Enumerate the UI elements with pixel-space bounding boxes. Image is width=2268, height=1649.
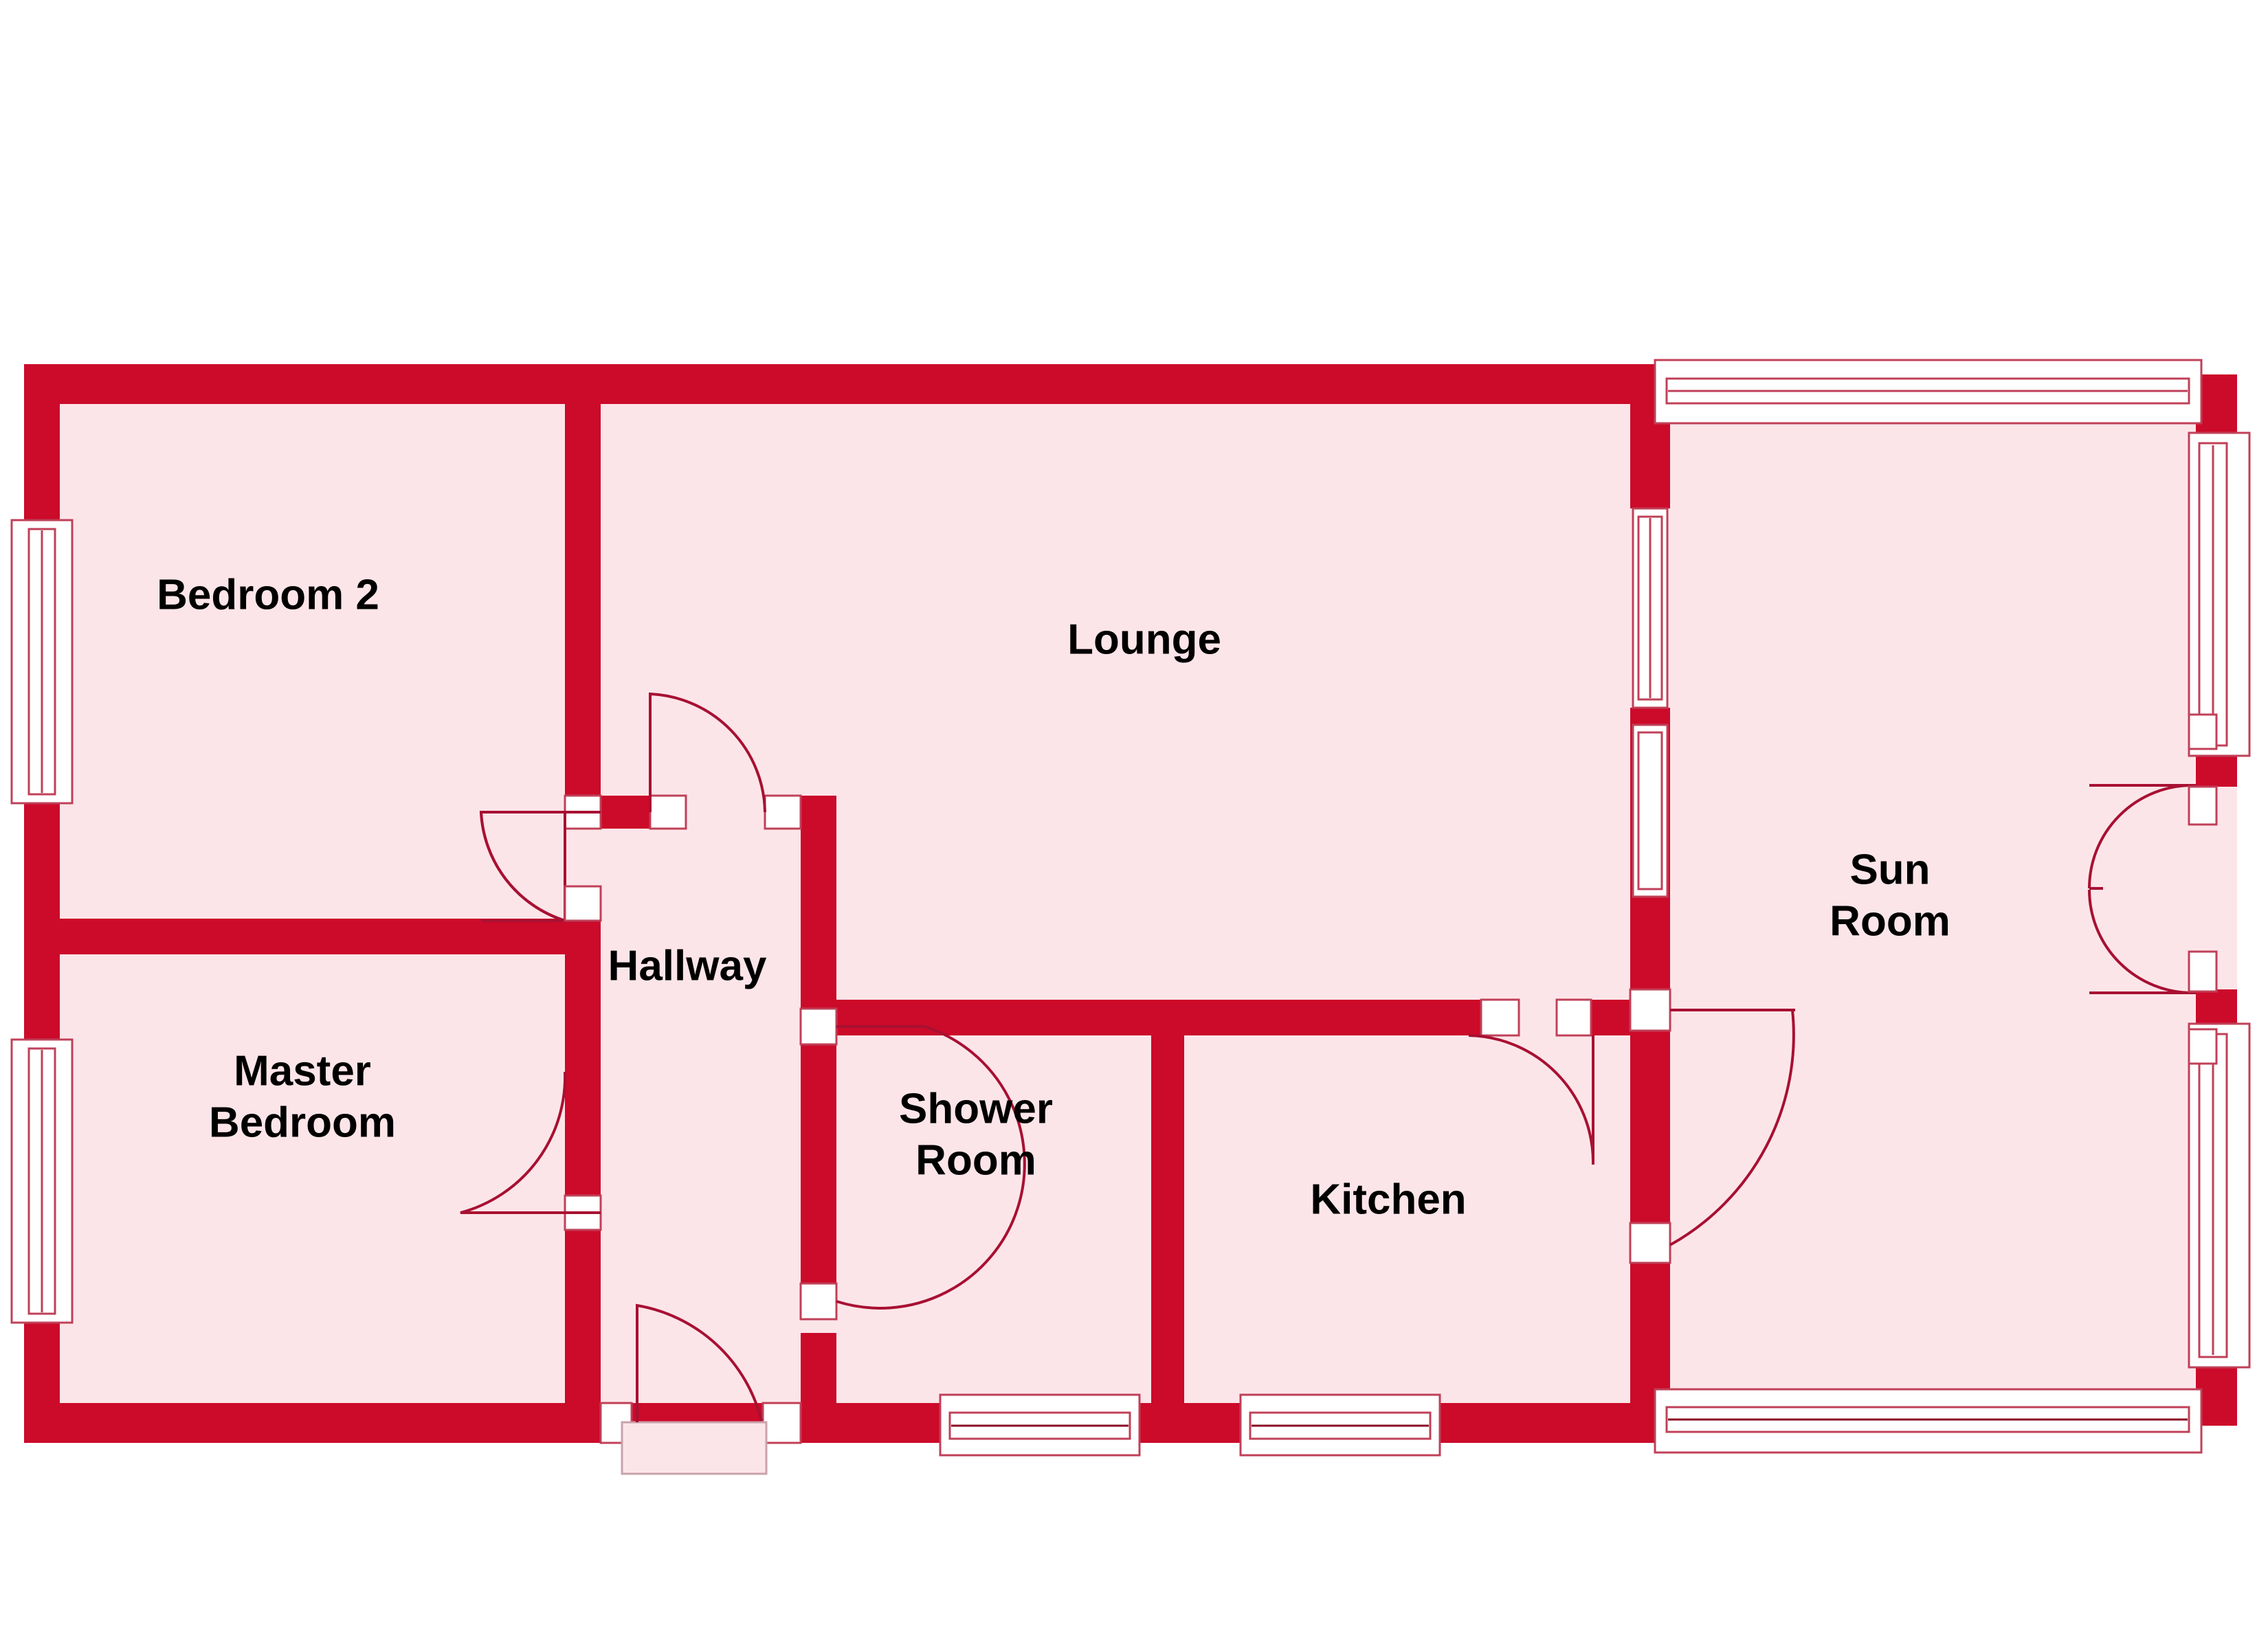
room-label-sun-room-line2: Room [1830, 897, 1950, 945]
door-kitchen-sun-room [1629, 988, 1795, 1264]
door-hallway-lounge [649, 692, 802, 830]
sun-room-window-east-upper [2188, 431, 2251, 757]
door-hallway-shower-room [799, 1007, 1026, 1321]
door-swing-master-bedroom [460, 1071, 567, 1214]
shower-room-window-south [939, 1393, 1141, 1457]
room-label-bedroom2: Bedroom 2 [157, 571, 379, 618]
lounge-sunroom-window-upper [1632, 507, 1669, 709]
french-door-frame-lower [2188, 1028, 2218, 1065]
room-fills [24, 364, 2237, 1474]
room-label-hallway: Hallway [608, 942, 767, 989]
sun-room-window-south [1654, 1388, 2203, 1454]
door-bedroom2-hallway [479, 794, 687, 923]
french-door-frame-upper [2188, 713, 2218, 750]
room-label-master-bedroom-line2: Bedroom [209, 1099, 396, 1146]
wall-hallway-west-upper [565, 921, 601, 1196]
wall-exterior-north [24, 364, 1670, 404]
door-swing-kitchen-sunroom [1669, 1009, 1795, 1246]
wall-hallway-lounge-upper [801, 796, 836, 1009]
room-label-kitchen: Kitchen [1310, 1176, 1466, 1223]
door-lounge-kitchen [1468, 998, 1594, 1165]
door-master-bedroom-hallway [460, 885, 602, 1231]
bedroom2-window-west [10, 519, 74, 805]
windows [10, 359, 2251, 1457]
french-door-frame-lower-inner [2188, 950, 2218, 993]
wall-bedroom2-lounge [565, 404, 601, 796]
wall-sunroom-east-nub-bottom [2196, 1364, 2237, 1426]
kitchen-window-south [1239, 1393, 1441, 1457]
doors [460, 692, 2218, 1475]
door-swing-sunroom-east-lower [2088, 889, 2193, 994]
french-door-frame-upper-inner [2188, 785, 2218, 826]
room-label-shower-room-line1: Shower [899, 1085, 1053, 1132]
room-labels: Bedroom 2 Master Bedroom Hallway Lounge … [157, 571, 1950, 1223]
wall-sunroom-north-nub [2196, 374, 2237, 440]
wall-hallway-shower [801, 1044, 836, 1292]
door-sun-room-east-french-lower [2088, 889, 2196, 994]
room-fill-main-block [24, 364, 1670, 1443]
sun-room-window-east-lower [2188, 1022, 2251, 1369]
door-sun-room-east-french-upper [2088, 784, 2196, 890]
door-swing-shower-room [836, 1025, 1026, 1310]
sun-room-window-north [1654, 359, 2203, 425]
master-bedroom-window-west [10, 1038, 74, 1324]
door-swing-hallway-lounge [649, 692, 766, 813]
room-label-sun-room-line1: Sun [1849, 846, 1930, 893]
wall-bedroom2-master [24, 919, 574, 954]
door-swing-lounge-kitchen [1468, 1034, 1594, 1162]
room-fill-sunroom-door-recess [2089, 783, 2192, 989]
entrance-threshold [621, 1421, 768, 1475]
room-label-master-bedroom-line1: Master [234, 1047, 371, 1095]
door-swing-front-entrance [636, 1303, 763, 1422]
wall-hallway-west-lower [565, 1230, 601, 1443]
door-front-entrance [599, 1303, 802, 1475]
door-swing-sunroom-east-upper [2088, 784, 2193, 889]
lounge-sunroom-window-lower [1632, 723, 1669, 898]
wall-hallway-shower-lower [801, 1333, 836, 1443]
room-label-lounge: Lounge [1067, 616, 1221, 663]
room-label-shower-room-line2: Room [915, 1136, 1036, 1184]
wall-shower-kitchen [1151, 1000, 1184, 1443]
wall-lounge-shower-kitchen [801, 1000, 1481, 1035]
